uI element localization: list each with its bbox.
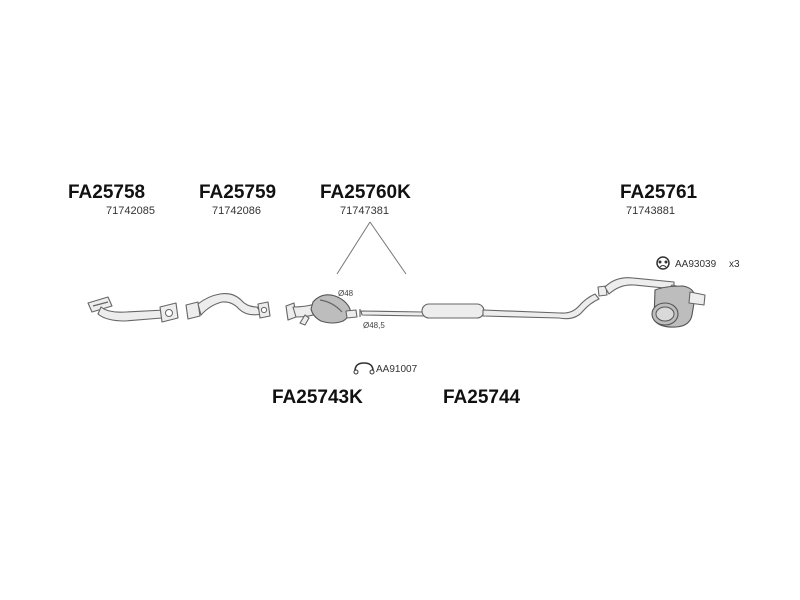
oem-number-71742085: 71742085 [106, 205, 155, 217]
rear-muffler-illustration [597, 277, 706, 328]
hardware-quantity-x3: x3 [729, 259, 740, 270]
front-downpipe-illustration [87, 296, 179, 323]
dimension-label-48-5: Ø48,5 [363, 321, 385, 330]
dimension-label-48: Ø48 [338, 289, 354, 298]
oem-number-71747381: 71747381 [340, 205, 389, 217]
hardware-code-aa91007: AA91007 [376, 364, 418, 375]
guide-line-left [336, 221, 371, 275]
part-code-fa25758: FA25758 [68, 182, 145, 203]
guide-line-right [369, 221, 407, 275]
rubber-hanger-illustration [656, 256, 670, 270]
kit-code-fa25744: FA25744 [443, 387, 521, 408]
intermediate-pipe-illustration [185, 293, 271, 320]
oem-number-71743881: 71743881 [626, 205, 675, 217]
middle-muffler-pipe-illustration [359, 293, 600, 320]
hardware-code-aa93039: AA93039 [675, 259, 717, 270]
part-code-fa25761: FA25761 [620, 182, 698, 203]
part-code-fa25759: FA25759 [199, 182, 276, 203]
part-code-fa25760k: FA25760K [320, 182, 411, 203]
catalytic-converter-illustration [285, 294, 358, 326]
kit-code-fa25743k: FA25743K [272, 387, 363, 408]
oem-number-71742086: 71742086 [212, 205, 261, 217]
clamp-illustration [353, 362, 375, 375]
